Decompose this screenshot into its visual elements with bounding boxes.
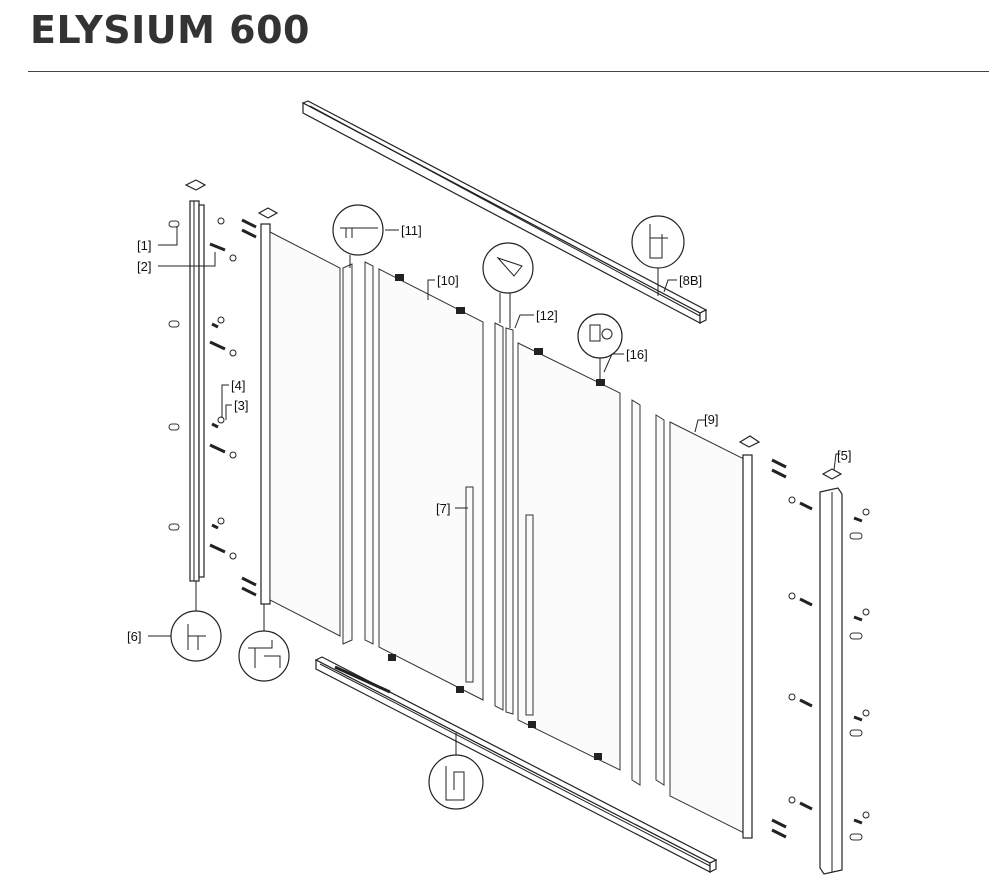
left-screws	[209, 217, 257, 597]
right-screws	[771, 458, 870, 839]
detail-circles	[170, 204, 685, 810]
label-part-7: [7]	[436, 501, 450, 516]
label-part-5: [5]	[837, 448, 851, 463]
seals	[342, 261, 665, 786]
label-part-16: [16]	[626, 347, 648, 362]
label-part-9: [9]	[704, 412, 718, 427]
sliding-door-1	[378, 268, 484, 701]
top-rail	[301, 100, 708, 324]
fixed-panel-left	[257, 207, 341, 637]
right-wall-profile	[819, 468, 863, 875]
label-part-11: [11]	[401, 223, 422, 238]
label-part-4: [4]	[231, 378, 245, 393]
part-labels: [1] [2] [4] [3] [5] [6] [7] [8B] [9] [10…	[127, 223, 851, 644]
page-title: ELYSIUM 600	[30, 8, 310, 52]
fixed-panel-right	[669, 421, 761, 839]
leader-lines	[148, 226, 840, 637]
bottom-rail	[314, 656, 718, 873]
left-wall-profile	[168, 179, 207, 582]
label-part-1: [1]	[137, 238, 151, 253]
title-divider	[28, 71, 989, 72]
label-part-3: [3]	[234, 398, 248, 413]
label-part-2: [2]	[137, 259, 151, 274]
label-part-12: [12]	[536, 308, 558, 323]
label-part-8b: [8B]	[679, 273, 702, 288]
label-part-10: [10]	[437, 273, 459, 288]
label-part-6: [6]	[127, 629, 141, 644]
sliding-door-2	[517, 342, 621, 771]
